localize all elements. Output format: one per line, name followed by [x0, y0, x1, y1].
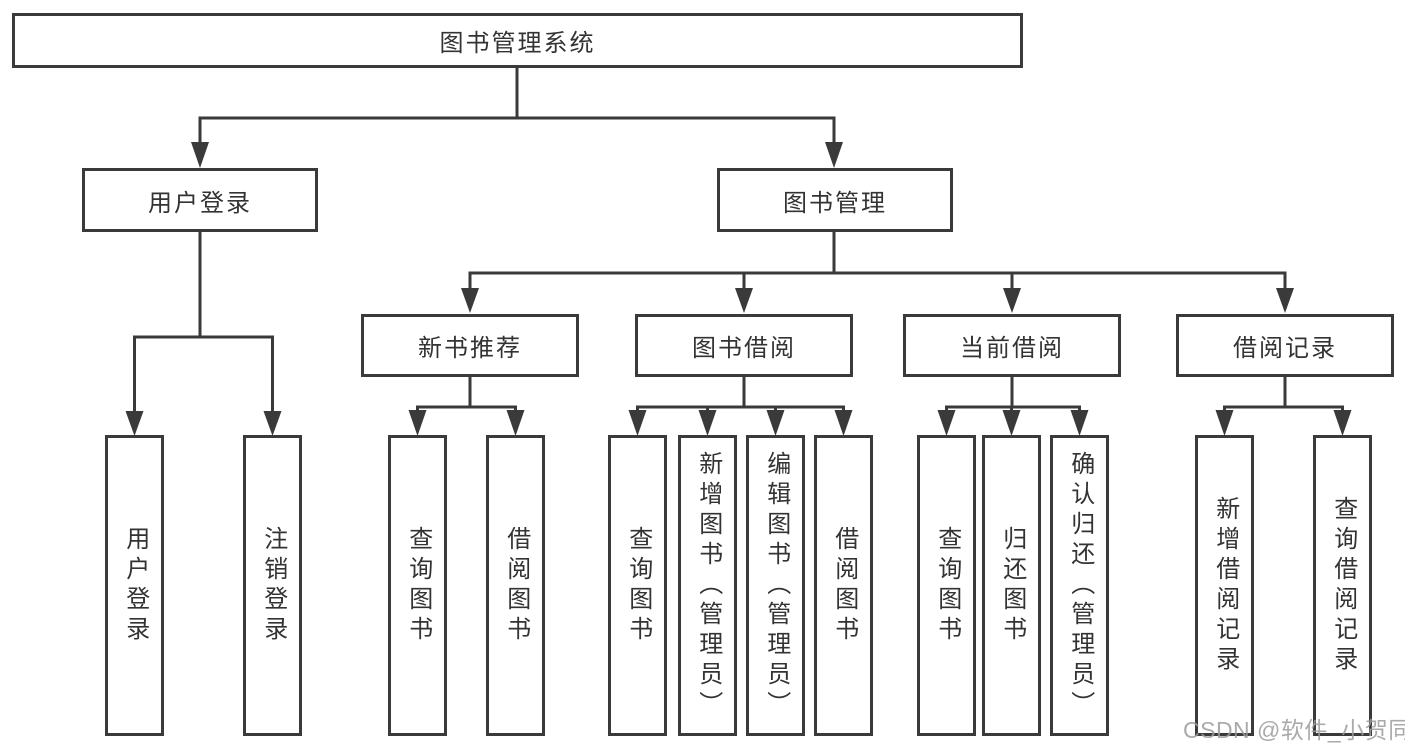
leaf-return-books: 归还图书: [982, 435, 1041, 736]
leaf-query-books-borrow-label: 查询图书: [624, 525, 652, 646]
node-user-login: 用户登录: [82, 168, 318, 232]
leaf-logout: 注销登录: [243, 435, 302, 736]
leaf-query-books-borrow: 查询图书: [608, 435, 667, 736]
connector-root-to-level2: [191, 66, 843, 168]
node-new-book-recommend-label: 新书推荐: [418, 335, 522, 362]
node-book-borrow-label: 图书借阅: [692, 335, 796, 362]
node-current-borrow-label: 当前借阅: [960, 335, 1064, 362]
connector-new-book-to-leaves: [408, 375, 525, 436]
leaf-add-borrow-record-label: 新增借阅记录: [1211, 495, 1239, 676]
leaf-add-books-admin-label: 新增图书（管理员）: [694, 450, 722, 721]
leaf-confirm-return-admin: 确认归还（管理员）: [1050, 435, 1109, 736]
leaf-query-books-recommend-label: 查询图书: [404, 525, 432, 646]
connector-book-management-to-level3: [461, 230, 1294, 313]
csdn-watermark: CSDN @软件_小贺同学: [1183, 717, 1405, 743]
leaf-query-books-recommend: 查询图书: [388, 435, 447, 736]
leaf-query-borrow-record: 查询借阅记录: [1313, 435, 1372, 736]
leaf-query-borrow-record-label: 查询借阅记录: [1329, 495, 1357, 676]
connector-book-borrow-to-leaves: [628, 375, 853, 436]
leaf-borrow-books-recommend: 借阅图书: [486, 435, 545, 736]
node-root-system-label: 图书管理系统: [439, 30, 596, 57]
node-new-book-recommend: 新书推荐: [361, 314, 579, 377]
leaf-add-books-admin: 新增图书（管理员）: [678, 435, 737, 736]
leaf-return-books-label: 归还图书: [998, 525, 1026, 646]
connector-user-login-to-leaves: [125, 230, 282, 436]
leaf-edit-books-admin-label: 编辑图书（管理员）: [762, 450, 790, 721]
node-current-borrow: 当前借阅: [903, 314, 1121, 377]
leaf-add-borrow-record: 新增借阅记录: [1195, 435, 1254, 736]
leaf-logout-label: 注销登录: [259, 525, 287, 646]
node-book-management: 图书管理: [717, 168, 953, 232]
node-root-system: 图书管理系统: [12, 13, 1023, 68]
connector-borrow-record-to-leaves: [1215, 375, 1352, 436]
leaf-borrow-books-recommend-label: 借阅图书: [502, 525, 530, 646]
connector-current-borrow-to-leaves: [937, 375, 1089, 436]
node-book-management-label: 图书管理: [783, 189, 887, 217]
leaf-borrow-books-label: 借阅图书: [830, 525, 858, 646]
node-user-login-label: 用户登录: [148, 189, 252, 217]
leaf-query-books-current-label: 查询图书: [933, 525, 961, 646]
leaf-borrow-books: 借阅图书: [814, 435, 873, 736]
leaf-user-login: 用户登录: [105, 435, 164, 736]
node-borrow-record: 借阅记录: [1176, 314, 1394, 377]
leaf-confirm-return-admin-label: 确认归还（管理员）: [1066, 450, 1094, 721]
node-book-borrow: 图书借阅: [635, 314, 853, 377]
node-borrow-record-label: 借阅记录: [1233, 335, 1337, 362]
leaf-edit-books-admin: 编辑图书（管理员）: [746, 435, 805, 736]
leaf-query-books-current: 查询图书: [917, 435, 976, 736]
leaf-user-login-label: 用户登录: [121, 525, 149, 646]
